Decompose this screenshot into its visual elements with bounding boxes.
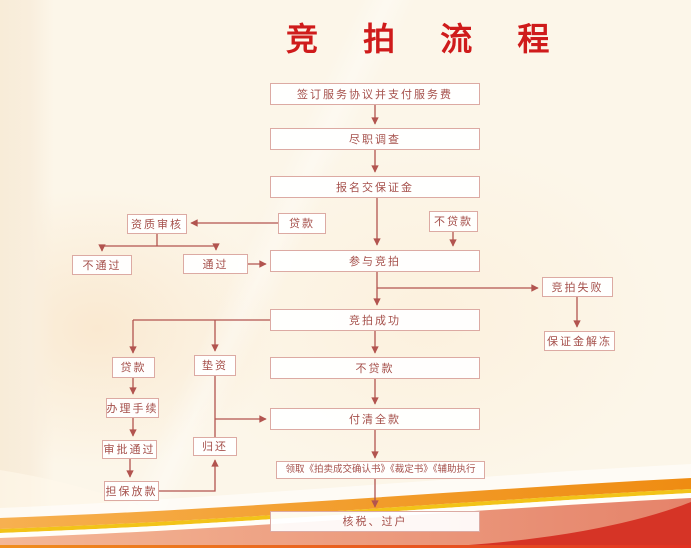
- node-tax-transfer: 核税、过户: [270, 511, 480, 532]
- node-receive-docs: 领取《拍卖成交确认书》《裁定书》《辅助执行: [276, 461, 485, 479]
- node-no-loan-bottom: 不贷款: [270, 357, 480, 379]
- node-loan-bottom: 贷款: [112, 357, 155, 378]
- node-review-pass: 通过: [183, 254, 248, 274]
- node-sign-agreement: 签订服务协议并支付服务费: [270, 83, 480, 105]
- connector-disburse-to-repay: [159, 459, 219, 492]
- deco-red-swoosh: [420, 502, 691, 548]
- deco-bottom-strip: [0, 545, 691, 548]
- node-review-fail: 不通过: [72, 255, 132, 275]
- page-title: 竞 拍 流 程: [286, 20, 567, 58]
- node-no-loan-top: 不贷款: [429, 211, 478, 232]
- node-auction-success: 竞拍成功: [270, 309, 480, 331]
- node-due-diligence: 尽职调查: [270, 128, 480, 150]
- node-deposit-unfreeze: 保证金解冻: [544, 331, 615, 351]
- node-guarantee-disburse: 担保放款: [104, 481, 159, 501]
- node-pay-full: 付清全款: [270, 408, 480, 430]
- node-repay: 归还: [193, 437, 237, 456]
- node-advance-fund: 垫资: [194, 355, 236, 376]
- deco-orange-band: [0, 478, 691, 529]
- node-approval-pass: 审批通过: [102, 440, 157, 459]
- deco-white-band: [0, 464, 691, 518]
- node-auction-fail: 竞拍失败: [542, 277, 613, 297]
- node-register-deposit: 报名交保证金: [270, 176, 480, 198]
- node-qualification-review: 资质审核: [127, 214, 187, 234]
- node-loan-top: 贷款: [278, 213, 326, 234]
- node-join-auction: 参与竞拍: [270, 250, 480, 272]
- node-handle-procedures: 办理手续: [106, 398, 159, 418]
